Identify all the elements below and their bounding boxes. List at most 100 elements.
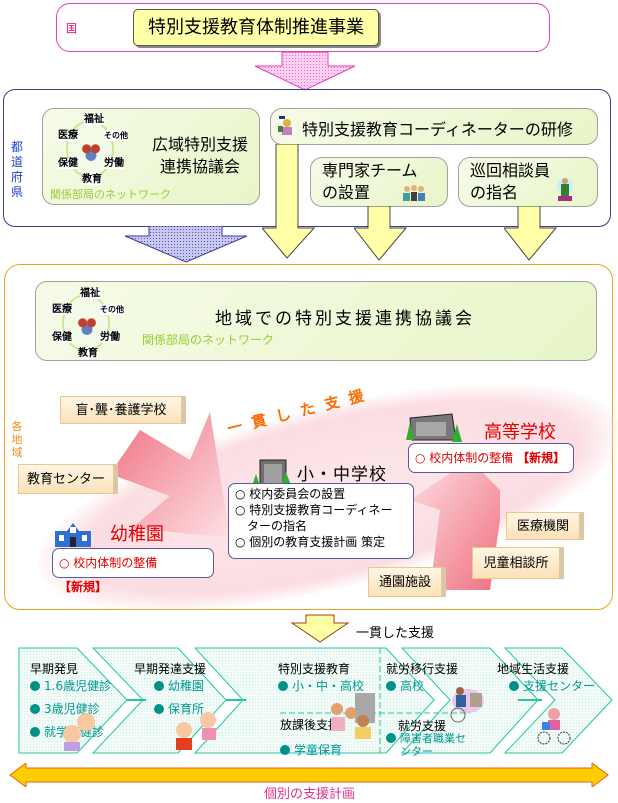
stage-item-text: 学童保育	[294, 743, 343, 757]
region-label: 各地域	[11, 420, 23, 459]
network-label: 関係部局のネットワーク	[50, 188, 171, 201]
stage-title: 就労移行支援	[386, 662, 459, 676]
expert-team-label: 専門家チーム の設置	[322, 160, 418, 204]
stage-item: 高校	[386, 677, 458, 694]
consultant-person-icon	[556, 176, 574, 202]
left-support-arrow	[110, 412, 230, 538]
measure-item: ターの指名	[235, 519, 308, 533]
stage-shape	[503, 647, 613, 754]
stage-item-text: 小・中・高校	[292, 679, 365, 693]
high-school-building-icon	[406, 412, 462, 444]
network-node: その他	[100, 304, 124, 315]
local-council-box	[35, 281, 597, 361]
label-line: 巡回相談員	[470, 161, 551, 180]
local-council-title: 地域での特別支援連携協議会	[215, 309, 475, 329]
team-meeting-icon	[402, 184, 426, 202]
stage-title: 特別支援教育	[278, 662, 351, 676]
bullet-icon	[280, 745, 290, 755]
lifecycle-chevrons	[18, 647, 613, 754]
measure-item: ○ 校内体制の整備	[59, 556, 158, 570]
measure-item: ○ 個別の教育支援計画 策定	[235, 535, 386, 549]
kindergarten-name: 幼稚園	[110, 524, 164, 545]
stage-item: 小・中・高校	[278, 677, 364, 694]
network-node: その他	[104, 130, 128, 141]
title-line: 連携協議会	[159, 157, 240, 176]
stage-item: 保育所	[154, 700, 206, 717]
network-node: 福祉	[80, 288, 100, 299]
bullet-icon	[509, 681, 519, 691]
prefecture-label: 都道府県	[10, 140, 23, 199]
new-tag: 【新規】	[517, 451, 566, 465]
stage-after-school: 放課後支援 学童保育	[280, 716, 342, 758]
stage-item-text: 障害者職業セ	[400, 732, 466, 745]
toddlers-illustration	[172, 712, 224, 754]
national-label: 国	[66, 22, 77, 35]
network-node: 医療	[58, 130, 78, 141]
stage-item-text: 3歳児健診	[44, 702, 100, 716]
stage-item: 3歳児健診	[30, 700, 111, 717]
individual-plan-label: 個別の支援計画	[264, 787, 356, 802]
medical-institution-box: 医療機関	[506, 512, 580, 540]
wheelchair-worker-illustration	[448, 685, 484, 723]
elementary-school-name: 小・中学校	[297, 465, 387, 485]
lifecycle-arrow-label: 一貫した支援	[356, 626, 435, 641]
coordinator-down-arrow	[262, 144, 316, 259]
stage-item-text: 支援センター	[523, 679, 596, 693]
high-school-name: 高等学校	[484, 422, 556, 443]
children-illustration	[325, 693, 377, 741]
coordinator-training-label: 特別支援教育コーディネーターの研修	[302, 120, 573, 139]
trainer-icon	[276, 114, 298, 138]
stage-item: 障害者職業セ ンター	[386, 732, 466, 758]
expert-down-arrow	[354, 206, 408, 261]
bullet-icon	[278, 681, 288, 691]
stage-subtitle: 放課後支援	[280, 718, 341, 732]
special-school-box: 盲･聾･養護学校	[60, 396, 182, 424]
child-consultation-box: 児童相談所	[472, 547, 560, 579]
national-down-arrow	[254, 52, 356, 91]
high-school-measures-box: ○ 校内体制の整備 【新規】	[408, 443, 574, 473]
bullet-icon	[154, 681, 164, 691]
label-line: の設置	[322, 183, 371, 202]
bullet-icon	[386, 681, 396, 691]
people-icon	[76, 314, 98, 336]
network-diagram-icon: 福祉 医療 その他 保健 労働 教育	[44, 110, 134, 190]
network-node: 労働	[104, 158, 124, 169]
network-node: 労働	[100, 332, 120, 343]
stage-item: 幼稚園	[154, 677, 206, 694]
education-center-box: 教育センター	[18, 464, 114, 494]
prefecture-down-arrow	[124, 226, 248, 263]
measure-item: ○ 校内委員会の設置	[235, 487, 346, 501]
bullet-icon	[386, 733, 396, 743]
stage-community-living: 地域生活支援 支援センター	[497, 660, 595, 694]
measure-item: ○ 校内体制の整備	[415, 451, 514, 465]
day-facility-box: 通園施設	[368, 567, 442, 597]
coordinator-training-box	[270, 108, 598, 145]
stage-item: 学童保育	[280, 741, 342, 758]
bullet-icon	[154, 704, 164, 714]
plan-arrow-shape	[9, 763, 609, 787]
stage-employment-support: 就労支援	[398, 717, 446, 734]
network-node: 教育	[82, 174, 102, 185]
stage-item-text: 高校	[400, 679, 425, 693]
network-node: 保健	[52, 332, 72, 343]
measure-item: ○ 特別支援教育コーディネー	[235, 503, 393, 517]
itinerant-consultant-label: 巡回相談員 の指名	[470, 160, 550, 204]
label-line: の指名	[470, 183, 519, 202]
bullet-icon	[30, 727, 40, 737]
stage-shape	[18, 647, 128, 754]
network-node: 教育	[78, 348, 98, 359]
cyclists-illustration	[534, 706, 574, 746]
wide-area-council-title: 広域特別支援 連携協議会	[140, 134, 260, 178]
babies-illustration	[58, 712, 102, 752]
network-diagram-icon: 福祉 医療 その他 保健 労働 教育	[40, 284, 130, 364]
new-tag: 【新規】	[59, 580, 108, 594]
stage-special-education: 特別支援教育 小・中・高校	[278, 660, 364, 694]
label-line: 専門家チーム	[322, 161, 418, 180]
national-program-title: 特別支援教育体制推進事業	[133, 9, 379, 46]
stage-item: 1.6歳児健診	[30, 677, 111, 694]
stage-title: 早期発見	[30, 662, 79, 676]
kindergarten-measures-box: ○ 校内体制の整備 【新規】	[52, 548, 214, 594]
network-node: 保健	[58, 158, 78, 169]
stage-item: 支援センター	[509, 677, 595, 694]
stage-employment-transition: 就労移行支援 高校	[386, 660, 458, 694]
